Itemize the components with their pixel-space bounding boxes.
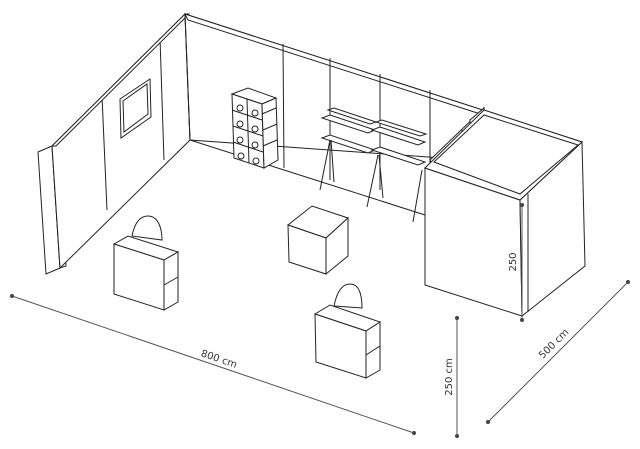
display-shelves [319,107,428,223]
wall-picture [119,78,152,139]
room-height-label: 250 [508,252,519,271]
counter-icon [313,283,382,379]
cube-icon [286,205,349,276]
shelf-icon [230,87,279,169]
floor-back-edge [189,139,426,216]
width-label: 800 cm [199,348,238,371]
height-dimension: 250 cm [444,316,459,438]
room-height-dimension: 250 [508,203,524,322]
left-back-wall [50,12,191,270]
height-label: 250 cm [444,358,455,396]
counter-icon [112,215,180,311]
storage-room [424,106,586,318]
